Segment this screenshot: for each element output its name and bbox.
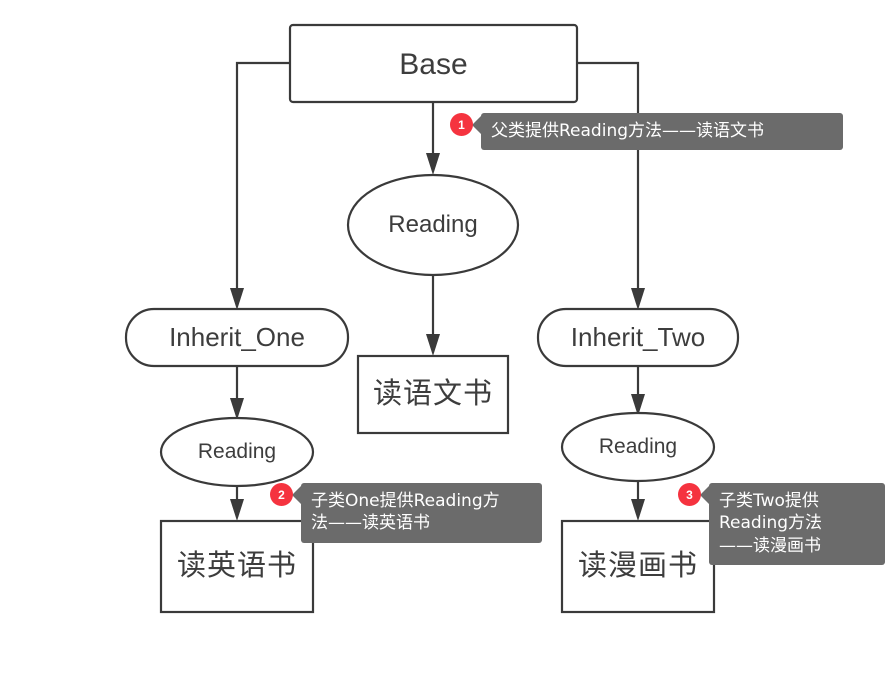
edge-inherit-one-to-reading-one [230,366,244,420]
node-result-one[interactable] [159,519,315,614]
callout-annotation-2[interactable]: 2 子类One提供Reading方 法——读英语书 [270,483,542,543]
edge-inherit-two-to-reading-two [631,366,645,416]
edge-reading-one-to-result-one [230,485,244,521]
callout-badge-2: 2 [270,483,293,506]
node-base[interactable] [288,23,579,104]
node-reading-two[interactable] [560,411,716,483]
callout-pointer-icon-2 [292,486,301,504]
edge-reading-to-result-base [426,276,440,356]
callout-text-3: 子类Two提供 Reading方法 ——读漫画书 [709,483,885,566]
callout-text-2: 子类One提供Reading方 法——读英语书 [301,483,542,543]
callout-text-1: 父类提供Reading方法——读语文书 [481,113,843,151]
edge-base-to-reading [426,102,440,175]
callout-pointer-icon-3 [700,486,709,504]
node-reading-one[interactable] [159,416,315,488]
callout-annotation-1[interactable]: 1 父类提供Reading方法——读语文书 [450,113,843,151]
node-result-base[interactable] [356,354,510,435]
node-inherit-two[interactable] [536,307,740,368]
callout-annotation-3[interactable]: 3 子类Two提供 Reading方法 ——读漫画书 [678,483,885,566]
edge-reading-two-to-result-two [631,480,645,521]
callout-pointer-icon-1 [472,116,481,134]
callout-badge-1: 1 [450,113,473,136]
callout-badge-3: 3 [678,483,701,506]
edge-base-to-inherit-two [577,61,645,310]
node-result-two[interactable] [560,519,716,614]
edge-base-to-inherit-one [230,61,290,310]
node-inherit-one[interactable] [124,307,350,368]
node-reading-base[interactable] [346,173,520,277]
